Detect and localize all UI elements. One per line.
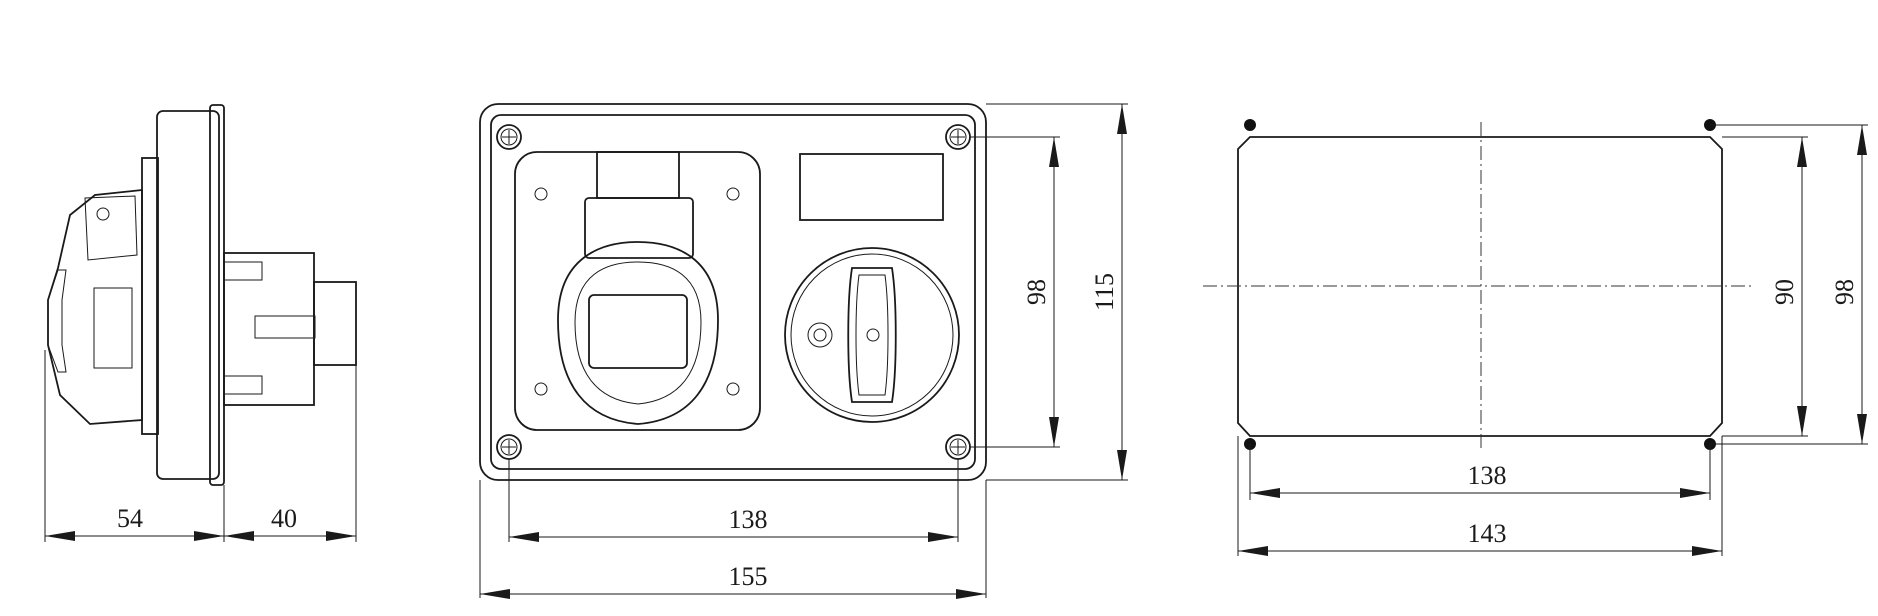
cutout-view: 138 143 90 98 <box>1203 119 1868 556</box>
side-lid-hinge <box>84 195 138 261</box>
side-frame-lip <box>209 104 225 486</box>
cutout-hole-width-label: 138 <box>1468 461 1507 490</box>
screw-icon <box>496 124 522 150</box>
front-overall-width-label: 155 <box>729 562 768 591</box>
socket-lid <box>557 241 719 425</box>
side-lid-pivot <box>96 207 110 221</box>
rotary-switch-handle-inner <box>855 274 889 396</box>
rotary-switch-handle <box>847 267 897 403</box>
rotary-switch-knob <box>784 247 960 423</box>
socket-plate-hole <box>726 382 740 396</box>
socket-plate-hole <box>726 187 740 201</box>
side-rear-tab-top <box>223 261 263 281</box>
side-frame <box>156 110 220 480</box>
label-window <box>799 153 944 221</box>
cutout-hole-height-label: 98 <box>1830 279 1859 305</box>
socket-lid-inner <box>574 261 702 405</box>
cutout-width-label: 143 <box>1468 519 1507 548</box>
socket-plate-hole <box>534 382 548 396</box>
side-depth-label: 54 <box>117 504 143 533</box>
mounting-hole <box>1244 119 1256 131</box>
cutout-height-label: 90 <box>1770 279 1799 305</box>
screw-icon <box>945 434 971 460</box>
front-screw-height-label: 98 <box>1022 279 1051 305</box>
rotary-switch-lock <box>807 322 833 348</box>
side-lid-edge <box>47 269 67 373</box>
front-overall-height-label: 115 <box>1090 273 1119 311</box>
rotary-switch-lock-core <box>813 328 827 342</box>
front-screw-width-label: 138 <box>729 505 768 534</box>
side-plug-depth-label: 40 <box>271 504 297 533</box>
socket-lid-hinge <box>584 197 694 259</box>
side-rear-tab-bottom <box>223 375 263 395</box>
side-lid-window <box>93 287 133 369</box>
rotary-switch-pin <box>866 328 880 342</box>
cutout-outline <box>1237 136 1723 437</box>
screw-icon <box>945 124 971 150</box>
front-view: 138 155 98 115 <box>479 103 1128 599</box>
socket-plate <box>514 151 761 431</box>
socket-lid-window <box>588 294 688 369</box>
side-rear-terminal <box>313 281 357 366</box>
side-body-wall <box>141 157 159 435</box>
side-rear-clip <box>254 315 316 339</box>
front-inner-frame <box>490 114 976 470</box>
rotary-switch-ring <box>790 253 954 417</box>
screw-icon <box>496 434 522 460</box>
side-view: 54 40 <box>44 104 357 542</box>
socket-lid-top <box>596 151 680 199</box>
socket-plate-hole <box>534 187 548 201</box>
front-outer-frame <box>479 103 987 481</box>
side-rear-module <box>223 252 315 406</box>
